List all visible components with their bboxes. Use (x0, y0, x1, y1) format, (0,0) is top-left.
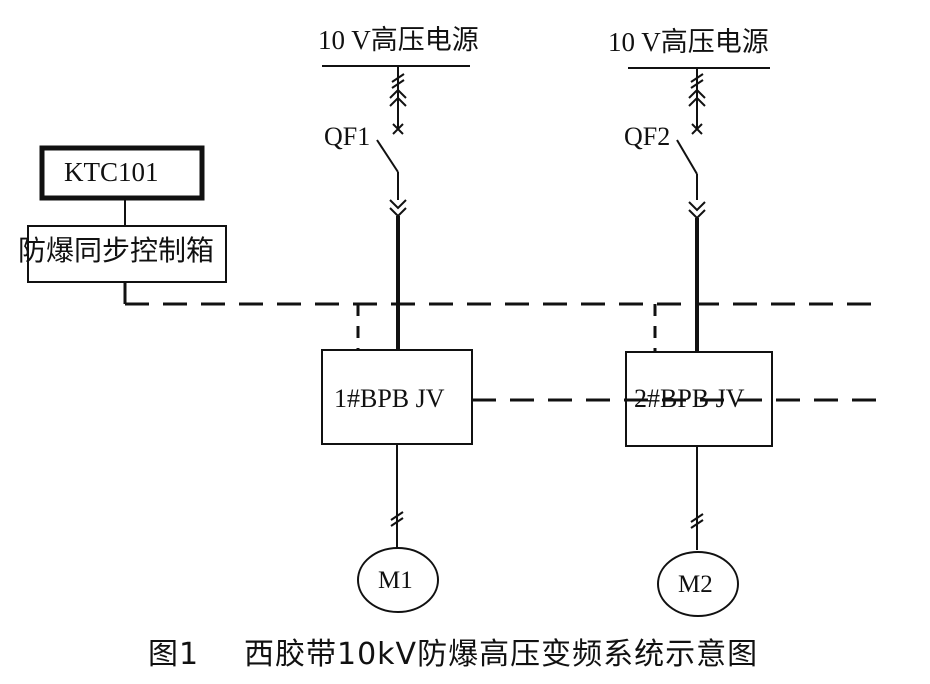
controller-model-label: KTC101 (64, 157, 159, 187)
plug-tick-1 (391, 73, 405, 89)
controller-name-box (27, 225, 227, 283)
inverter-label-1: 1#BPB JV (334, 384, 445, 413)
figure-caption-text: 西胶带10kV防爆高压变频系统示意图 (244, 637, 759, 672)
breaker-blade-2 (676, 139, 698, 175)
motor-lead-tick-2 (690, 513, 704, 529)
motor-lead-tick-1 (390, 511, 404, 527)
motor-circle-1 (357, 547, 439, 613)
inverter-label-2: 2#BPB JV (634, 384, 745, 413)
figure-caption-number: 图1 (148, 637, 200, 672)
breaker-blade-1 (376, 139, 399, 173)
controller-model-box (39, 145, 205, 201)
plug-tick-2 (690, 73, 704, 89)
motor-circle-2 (657, 551, 739, 617)
connector-upper-2 (688, 88, 706, 107)
breaker-label-1: QF1 (324, 122, 371, 151)
breaker-x-2 (691, 123, 703, 135)
connector-lower-2 (688, 201, 706, 220)
connector-lower-1 (389, 199, 407, 218)
motor-label-2: M2 (678, 571, 713, 598)
motor-label-1: M1 (378, 567, 413, 594)
source-label-2: 10 V高压电源 (608, 27, 769, 57)
connector-upper-1 (389, 88, 407, 107)
source-label-1: 10 V高压电源 (318, 25, 479, 55)
controller-name-label: 防爆同步控制箱 (18, 236, 215, 267)
breaker-label-2: QF2 (624, 122, 671, 151)
breaker-x-1 (392, 123, 404, 135)
